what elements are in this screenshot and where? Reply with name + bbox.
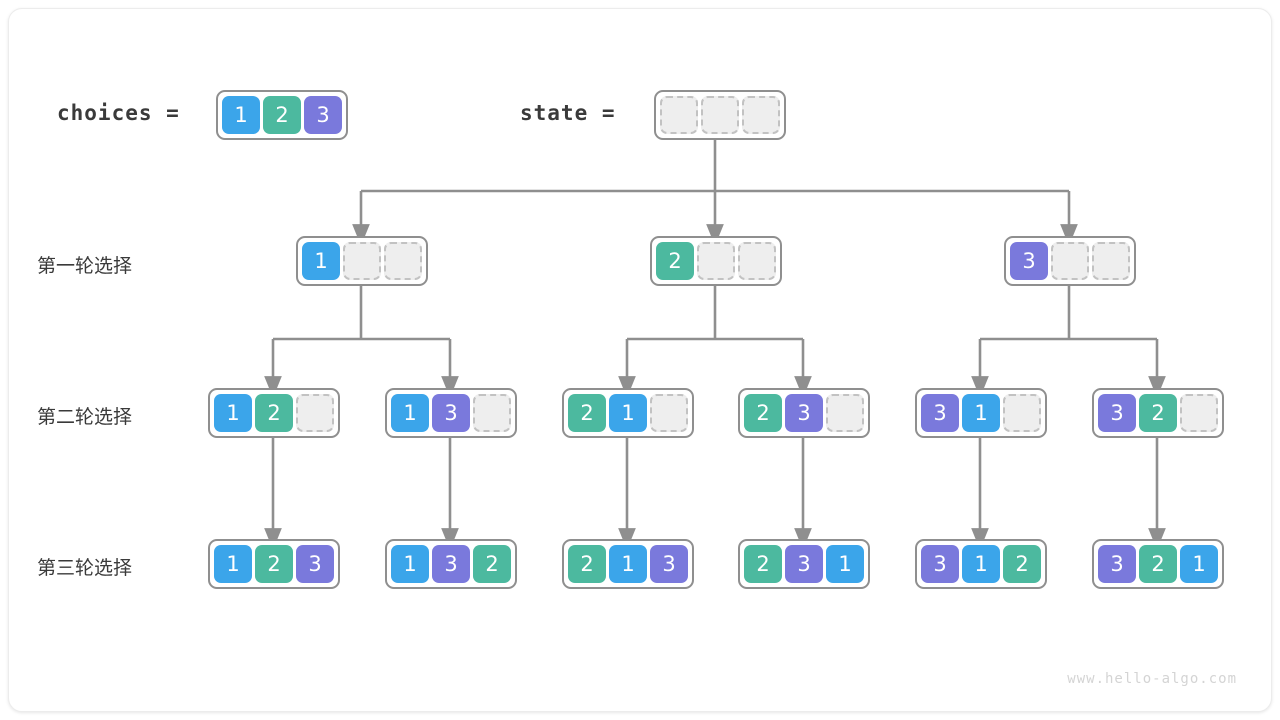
choices-cell-1: 2 — [263, 96, 301, 134]
state-root-cell-0 — [660, 96, 698, 134]
level3-0-cell-0: 1 — [214, 545, 252, 583]
level2-5-cell-1: 2 — [1139, 394, 1177, 432]
level2-1-cell-0: 1 — [391, 394, 429, 432]
level3-1-cell-1: 3 — [432, 545, 470, 583]
level3-1-cell-0: 1 — [391, 545, 429, 583]
level1-0-cell-2 — [384, 242, 422, 280]
level2-0-cell-1: 2 — [255, 394, 293, 432]
state-label: state = — [520, 101, 616, 125]
level2-3-cell-0: 2 — [744, 394, 782, 432]
state-root-cell-2 — [742, 96, 780, 134]
level3-2-cell-0: 2 — [568, 545, 606, 583]
level3-4-cell-1: 1 — [962, 545, 1000, 583]
tree-edges — [264, 133, 1166, 550]
choices-cell-2: 3 — [304, 96, 342, 134]
round-label-3: 第三轮选择 — [37, 557, 133, 579]
choices-cell-0: 1 — [222, 96, 260, 134]
tree-node-level1-1: 2 — [650, 236, 782, 286]
level2-5-cell-2 — [1180, 394, 1218, 432]
level3-1-cell-2: 2 — [473, 545, 511, 583]
level3-2-cell-2: 3 — [650, 545, 688, 583]
level3-5-cell-1: 2 — [1139, 545, 1177, 583]
level2-4-cell-2 — [1003, 394, 1041, 432]
level3-3-cell-2: 1 — [826, 545, 864, 583]
level3-2-cell-1: 1 — [609, 545, 647, 583]
level2-3-cell-1: 3 — [785, 394, 823, 432]
level1-0-cell-0: 1 — [302, 242, 340, 280]
level2-4-cell-1: 1 — [962, 394, 1000, 432]
level1-1-cell-0: 2 — [656, 242, 694, 280]
level3-4-cell-2: 2 — [1003, 545, 1041, 583]
level3-5-cell-0: 3 — [1098, 545, 1136, 583]
level3-5-cell-2: 1 — [1180, 545, 1218, 583]
level1-1-cell-2 — [738, 242, 776, 280]
level2-3-cell-2 — [826, 394, 864, 432]
round-label-2: 第二轮选择 — [37, 406, 133, 428]
level3-3-cell-0: 2 — [744, 545, 782, 583]
tree-node-level1-0: 1 — [296, 236, 428, 286]
choices-label: choices = — [57, 101, 180, 125]
level2-0-cell-2 — [296, 394, 334, 432]
watermark: www.hello-algo.com — [1067, 671, 1237, 687]
level2-2-cell-2 — [650, 394, 688, 432]
level1-2-cell-1 — [1051, 242, 1089, 280]
level1-0-cell-1 — [343, 242, 381, 280]
level2-4-cell-0: 3 — [921, 394, 959, 432]
level2-0-cell-0: 1 — [214, 394, 252, 432]
level2-1-cell-1: 3 — [432, 394, 470, 432]
level2-1-cell-2 — [473, 394, 511, 432]
state-root-cell-1 — [701, 96, 739, 134]
level1-2-cell-2 — [1092, 242, 1130, 280]
level3-0-cell-1: 2 — [255, 545, 293, 583]
level3-0-cell-2: 3 — [296, 545, 334, 583]
level2-2-cell-0: 2 — [568, 394, 606, 432]
tree-node-level1-2: 3 — [1004, 236, 1136, 286]
level1-1-cell-1 — [697, 242, 735, 280]
state-array-root — [654, 90, 786, 140]
level1-2-cell-0: 3 — [1010, 242, 1048, 280]
level3-3-cell-1: 3 — [785, 545, 823, 583]
round-label-1: 第一轮选择 — [37, 255, 133, 277]
level2-2-cell-1: 1 — [609, 394, 647, 432]
level2-5-cell-0: 3 — [1098, 394, 1136, 432]
level3-4-cell-0: 3 — [921, 545, 959, 583]
